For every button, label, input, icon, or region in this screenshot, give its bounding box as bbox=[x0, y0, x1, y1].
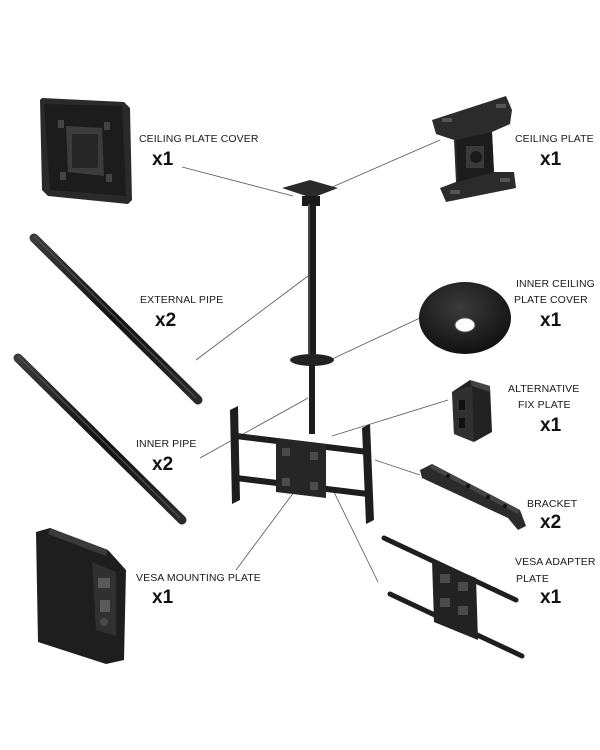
inner-pipe-qty: x2 bbox=[152, 454, 174, 475]
external-pipe-qty: x2 bbox=[155, 310, 177, 331]
external-pipe-label: EXTERNAL PIPE bbox=[140, 294, 224, 306]
inner-ceiling-cover-qty: x1 bbox=[540, 310, 562, 331]
leader-external-pipe bbox=[195, 272, 313, 361]
leader-ceiling-plate bbox=[329, 139, 441, 189]
alternative-fix-plate-part bbox=[452, 380, 492, 442]
ceiling-plate-cover-qty: x1 bbox=[152, 149, 174, 170]
ceiling-plate-cover-part bbox=[40, 98, 132, 204]
vesa-adapter-plate-label-line1: VESA ADAPTER bbox=[515, 556, 596, 568]
inner-pipe-label: INNER PIPE bbox=[136, 438, 197, 450]
inner-ceiling-cover-label-line2: PLATE COVER bbox=[514, 294, 588, 306]
vesa-adapter-plate-part bbox=[381, 535, 525, 659]
leader-vesa-mounting-plate bbox=[235, 491, 295, 571]
ceiling-plate-label: CEILING PLATE bbox=[515, 133, 594, 145]
vesa-mounting-plate-part bbox=[36, 528, 126, 664]
ceiling-plate-cover-label: CEILING PLATE COVER bbox=[139, 133, 259, 145]
inner-ceiling-cover-label-line1: INNER CEILING bbox=[516, 278, 595, 290]
bracket-label: BRACKET bbox=[527, 498, 578, 510]
ceiling-plate-part bbox=[432, 96, 516, 202]
inner-pipe-part bbox=[13, 353, 187, 525]
external-pipe-part bbox=[29, 233, 203, 405]
leader-bracket bbox=[374, 459, 421, 476]
inner-ceiling-cover-part bbox=[419, 282, 511, 354]
vesa-adapter-plate-qty: x1 bbox=[540, 587, 562, 608]
leader-alternative-fix-plate bbox=[331, 399, 449, 437]
leader-inner-ceiling-cover bbox=[329, 317, 421, 361]
leader-lines bbox=[181, 139, 449, 583]
vesa-mounting-plate-qty: x1 bbox=[152, 587, 174, 608]
alternative-fix-plate-qty: x1 bbox=[540, 415, 562, 436]
ceiling-plate-qty: x1 bbox=[540, 149, 562, 170]
leader-vesa-adapter-plate bbox=[331, 487, 379, 583]
alternative-fix-plate-label-line1: ALTERNATIVE bbox=[508, 383, 580, 395]
vesa-mounting-plate-label: VESA MOUNTING PLATE bbox=[136, 572, 261, 584]
assembled-mount bbox=[230, 180, 374, 524]
alternative-fix-plate-label-line2: FIX PLATE bbox=[518, 399, 571, 411]
bracket-part bbox=[420, 464, 526, 530]
bracket-qty: x2 bbox=[540, 512, 562, 533]
leader-ceiling-plate-cover bbox=[181, 166, 294, 197]
leader-inner-pipe bbox=[199, 397, 309, 459]
vesa-adapter-plate-label-line2: PLATE bbox=[516, 573, 549, 585]
